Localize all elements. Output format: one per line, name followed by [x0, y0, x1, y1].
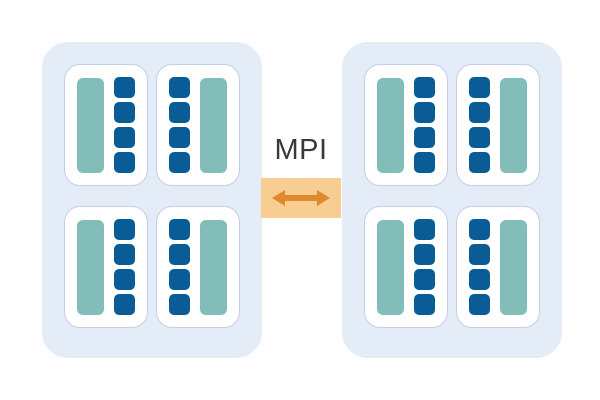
core-stack	[114, 77, 135, 173]
socket-card	[364, 64, 448, 186]
core-unit	[414, 127, 435, 148]
mpi-interconnect: MPI	[258, 130, 344, 222]
memory-bar	[77, 219, 104, 315]
core-unit	[169, 127, 190, 148]
core-unit	[469, 127, 490, 148]
socket-grid-left	[42, 42, 262, 358]
memory-bar	[500, 77, 527, 173]
core-stack	[114, 219, 135, 315]
memory-bar	[377, 77, 404, 173]
core-unit	[114, 219, 135, 240]
core-unit	[469, 152, 490, 173]
core-stack	[169, 77, 190, 173]
memory-bar	[200, 219, 227, 315]
core-unit	[469, 102, 490, 123]
core-unit	[169, 152, 190, 173]
core-stack	[169, 219, 190, 315]
core-unit	[469, 244, 490, 265]
core-unit	[414, 294, 435, 315]
core-unit	[114, 244, 135, 265]
core-unit	[114, 152, 135, 173]
core-unit	[169, 294, 190, 315]
socket-card	[64, 206, 148, 328]
core-stack	[414, 219, 435, 315]
mpi-label: MPI	[274, 134, 328, 166]
memory-bar	[377, 219, 404, 315]
core-unit	[114, 77, 135, 98]
node-left	[42, 42, 262, 358]
memory-bar	[500, 219, 527, 315]
core-unit	[414, 102, 435, 123]
socket-card	[64, 64, 148, 186]
core-unit	[169, 102, 190, 123]
socket-card	[156, 64, 240, 186]
core-unit	[169, 269, 190, 290]
core-unit	[414, 152, 435, 173]
core-unit	[169, 219, 190, 240]
core-unit	[114, 269, 135, 290]
socket-card	[456, 206, 540, 328]
socket-card	[456, 64, 540, 186]
core-unit	[114, 102, 135, 123]
core-stack	[469, 219, 490, 315]
core-unit	[414, 219, 435, 240]
core-stack	[414, 77, 435, 173]
memory-bar	[77, 77, 104, 173]
core-unit	[469, 219, 490, 240]
node-right	[342, 42, 562, 358]
core-unit	[114, 127, 135, 148]
double-headed-horizontal-arrow-icon	[272, 190, 330, 206]
socket-grid-right	[342, 42, 562, 358]
core-unit	[469, 77, 490, 98]
core-unit	[414, 244, 435, 265]
core-stack	[469, 77, 490, 173]
memory-bar	[200, 77, 227, 173]
socket-card	[156, 206, 240, 328]
core-unit	[169, 77, 190, 98]
core-unit	[414, 77, 435, 98]
socket-card	[364, 206, 448, 328]
core-unit	[469, 294, 490, 315]
core-unit	[114, 294, 135, 315]
core-unit	[469, 269, 490, 290]
core-unit	[169, 244, 190, 265]
mpi-arrow-box	[261, 178, 341, 218]
core-unit	[414, 269, 435, 290]
